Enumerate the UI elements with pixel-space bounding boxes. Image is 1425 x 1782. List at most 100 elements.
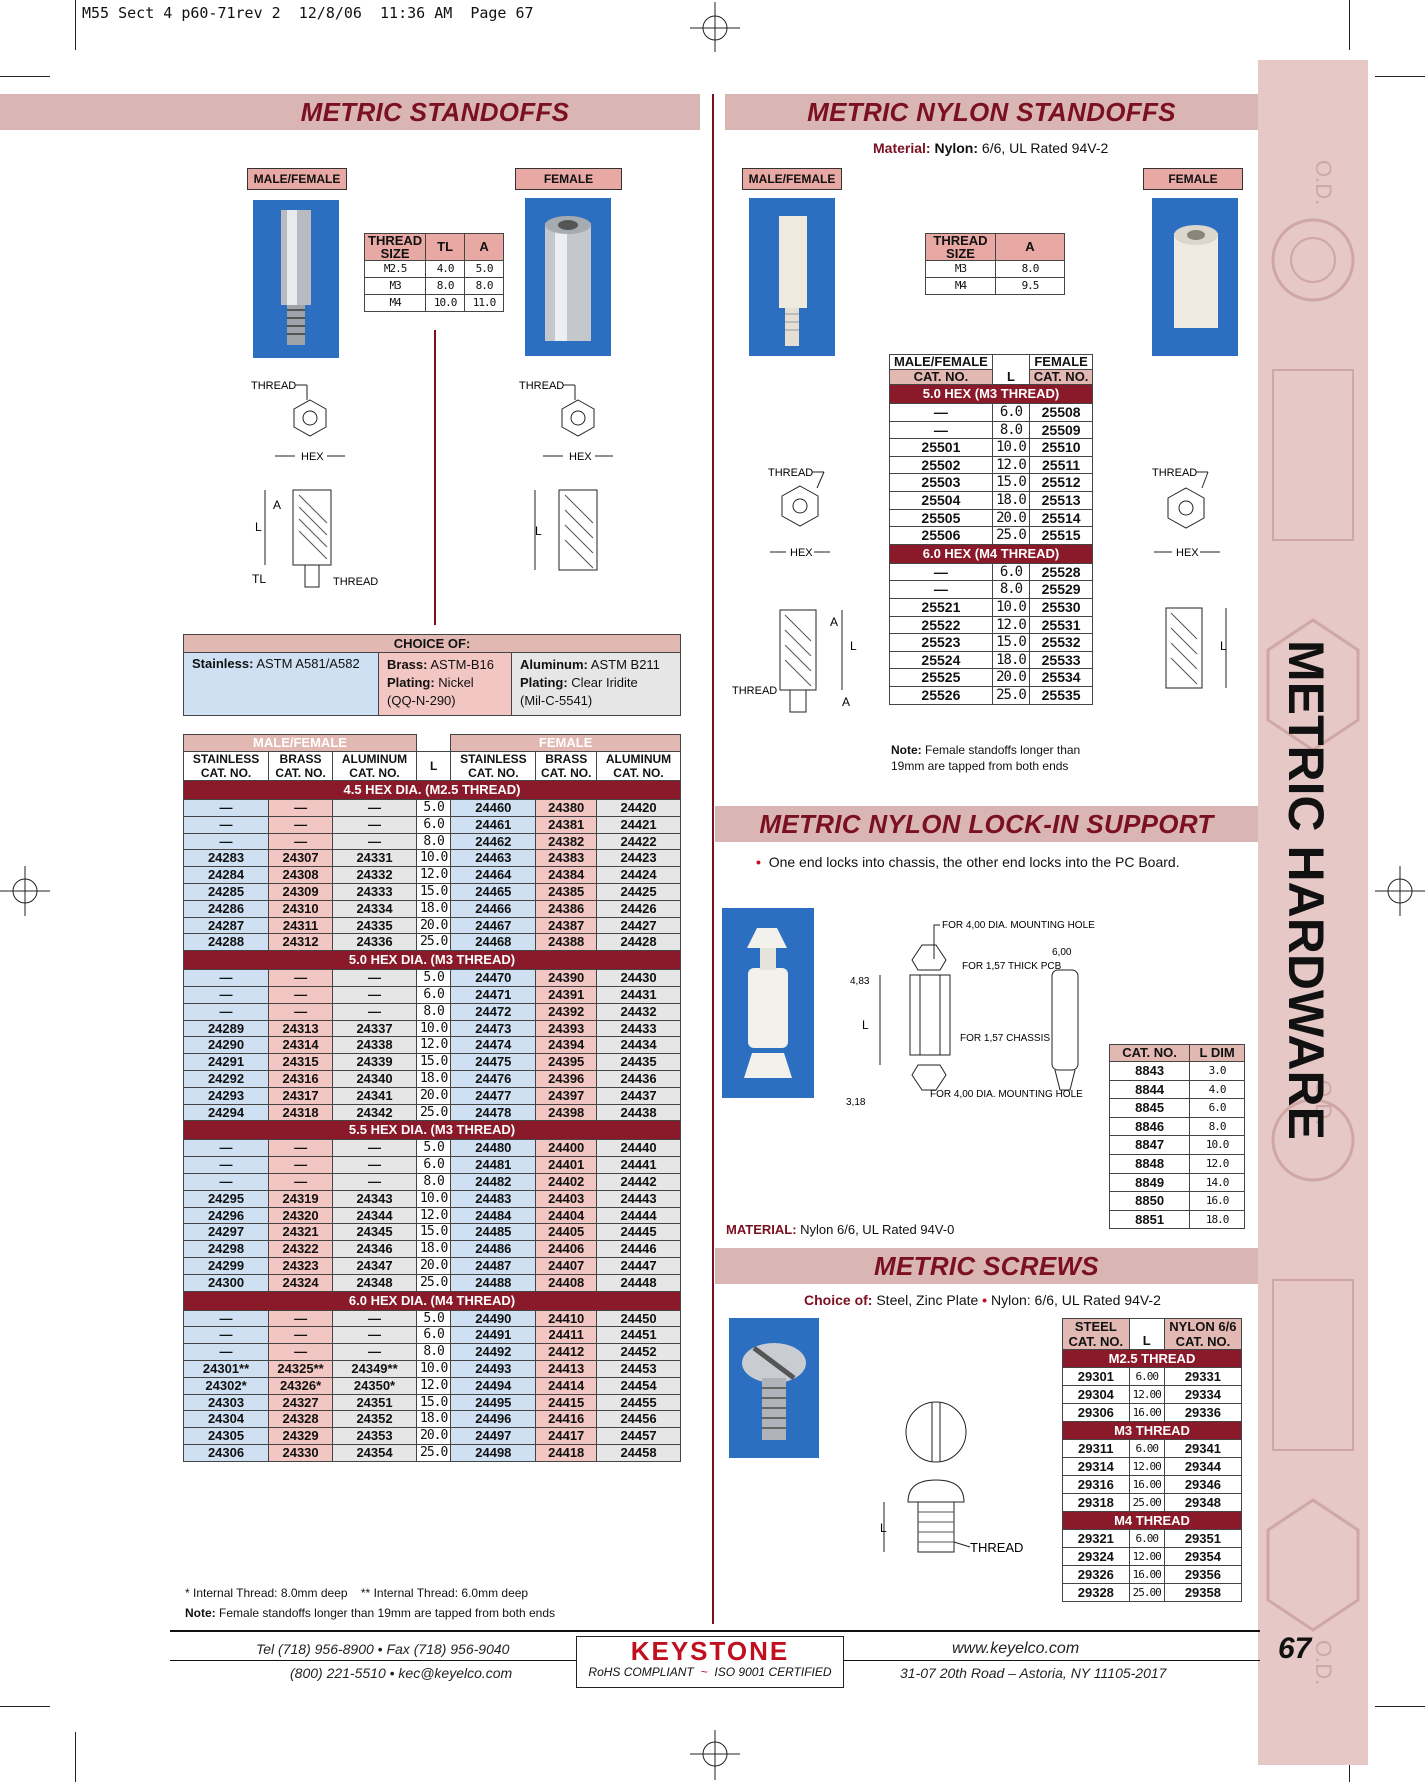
nylon-mf-photo bbox=[749, 198, 835, 356]
cell: 24345 bbox=[332, 1223, 417, 1242]
standoffs-note: Note: Female standoffs longer than 19mm … bbox=[185, 1606, 555, 1620]
cell: 29328 bbox=[1062, 1583, 1130, 1602]
cell: 29326 bbox=[1062, 1565, 1130, 1584]
cell: 25501 bbox=[889, 438, 993, 457]
dim-l-label: L bbox=[880, 1521, 887, 1535]
cell: 25503 bbox=[889, 473, 993, 492]
section-row: 4.5 HEX DIA. (M2.5 THREAD) bbox=[183, 780, 681, 800]
cell: M2.5 bbox=[363, 260, 427, 278]
separator-icon: ~ bbox=[700, 1665, 708, 1679]
registration-mark bbox=[690, 1730, 740, 1780]
material-label: MATERIAL: bbox=[726, 1222, 797, 1237]
footnote-1: * Internal Thread: 8.0mm deep bbox=[185, 1586, 348, 1600]
cell: 24492 bbox=[450, 1343, 537, 1361]
screws-banner: METRIC SCREWS bbox=[715, 1248, 1258, 1284]
col-header: CAT. NO. bbox=[889, 369, 993, 385]
cell: 24435 bbox=[596, 1053, 681, 1071]
spacer bbox=[415, 734, 452, 752]
cell: 24298 bbox=[182, 1240, 270, 1258]
cell: 24348 bbox=[332, 1273, 417, 1292]
cell: 18.0 bbox=[415, 1069, 452, 1088]
group-male-female: MALE/FEMALE bbox=[183, 734, 417, 752]
cell: 10.0 bbox=[415, 849, 452, 868]
cell: 29318 bbox=[1062, 1493, 1130, 1512]
cell: — bbox=[332, 1139, 417, 1158]
cell: 24314 bbox=[268, 1036, 334, 1055]
cell: 6.0 bbox=[415, 985, 452, 1004]
cell: 24386 bbox=[535, 899, 598, 918]
lockin-material: MATERIAL: Nylon 6/6, UL Rated 94V-0 bbox=[726, 1222, 954, 1237]
cell: 24324 bbox=[268, 1273, 334, 1292]
lockin-banner: METRIC NYLON LOCK-IN SUPPORT bbox=[715, 806, 1258, 842]
rohs-text: RoHS COMPLIANT bbox=[588, 1665, 694, 1679]
cell: 16.00 bbox=[1128, 1403, 1165, 1422]
col-header: NYLON 6/6 CAT. NO. bbox=[1163, 1318, 1243, 1350]
col-header: CAT. NO. bbox=[1108, 1044, 1191, 1062]
material-label: Material: bbox=[873, 140, 931, 156]
cell: 24335 bbox=[332, 916, 417, 935]
section-row: 5.0 HEX (M3 THREAD) bbox=[889, 384, 1093, 404]
standoff-female-photo bbox=[525, 198, 611, 356]
cell: 24295 bbox=[182, 1189, 270, 1208]
cell: 24320 bbox=[268, 1206, 334, 1225]
label-top-hole: FOR 4,00 DIA. MOUNTING HOLE bbox=[942, 920, 1095, 931]
cell: 24387 bbox=[535, 916, 598, 935]
cell: 15.0 bbox=[991, 473, 1031, 492]
cell: 25531 bbox=[1029, 615, 1093, 635]
cell: 29358 bbox=[1163, 1583, 1243, 1602]
cell: 24385 bbox=[535, 882, 598, 901]
cell: 24310 bbox=[268, 899, 334, 918]
cell: 24476 bbox=[450, 1069, 537, 1088]
dim-a-label: A bbox=[273, 498, 281, 512]
col-header: A bbox=[995, 233, 1065, 261]
crop-mark bbox=[1375, 1706, 1425, 1707]
cell: 24455 bbox=[596, 1393, 681, 1412]
cell: — bbox=[268, 1309, 334, 1328]
cell: 24303 bbox=[182, 1393, 270, 1412]
thread-label: THREAD bbox=[1152, 467, 1197, 479]
cell: 20.0 bbox=[415, 1427, 452, 1445]
lockin-drawing: FOR 4,00 DIA. MOUNTING HOLE FOR 1,57 THI… bbox=[846, 920, 1095, 1108]
iso-text: ISO 9001 CERTIFIED bbox=[714, 1665, 832, 1679]
cell: — bbox=[332, 969, 417, 987]
cell: 12.0 bbox=[415, 1376, 452, 1395]
cell: 12.0 bbox=[415, 1036, 452, 1055]
dim-318: 3,18 bbox=[846, 1097, 866, 1108]
cell: 5.0 bbox=[415, 1139, 452, 1158]
nylon-f-drawing: THREAD HEX L bbox=[1152, 467, 1227, 689]
cell: — bbox=[889, 580, 993, 599]
cell: 25.00 bbox=[1128, 1583, 1165, 1602]
sidebar-title-wrap: METRIC HARDWARE bbox=[1276, 640, 1336, 1160]
cell: — bbox=[268, 1139, 334, 1158]
nylon-material: Material: Nylon: 6/6, UL Rated 94V-2 bbox=[873, 140, 1108, 156]
cell: 25.0 bbox=[991, 685, 1031, 705]
cell: 24468 bbox=[450, 933, 537, 952]
note-label: Note: bbox=[891, 743, 922, 757]
cell: 24334 bbox=[332, 899, 417, 918]
cell: 20.0 bbox=[991, 508, 1031, 528]
cell: 6.00 bbox=[1128, 1529, 1165, 1548]
dim-tl-label: TL bbox=[252, 572, 266, 586]
certifications: RoHS COMPLIANT ~ ISO 9001 CERTIFIED bbox=[577, 1665, 843, 1679]
cell: 25525 bbox=[889, 668, 993, 687]
footer-web[interactable]: www.keyelco.com bbox=[952, 1640, 1080, 1657]
cell: — bbox=[332, 1326, 417, 1345]
